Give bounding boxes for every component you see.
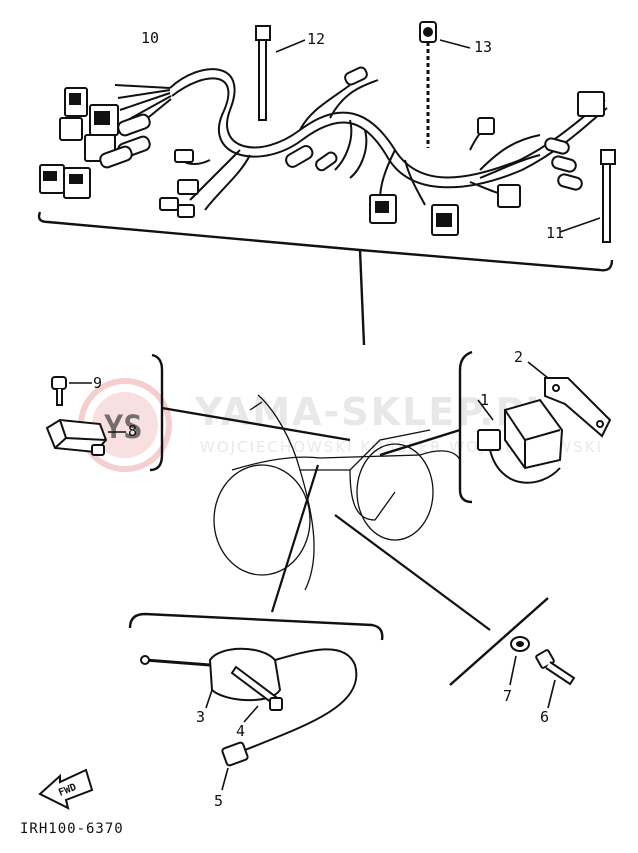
- watermark-logo: YS: [78, 378, 172, 472]
- cdi-unit-1: [477, 398, 564, 484]
- bolt-6: [535, 649, 576, 709]
- callout-7: 7: [503, 687, 512, 705]
- callout-10: 10: [141, 29, 159, 47]
- bracket-2: [527, 361, 612, 438]
- callout-8: 8: [128, 422, 137, 440]
- motorcycle-outline: [213, 394, 461, 591]
- callout-13: 13: [474, 38, 492, 56]
- callout-5: 5: [214, 792, 223, 810]
- callout-6: 6: [540, 708, 549, 726]
- bottom-right-bracket: [449, 597, 549, 686]
- cable-tie-11: [559, 149, 616, 243]
- harness-group-bracket: [37, 211, 614, 346]
- watermark-brand: YAMA-SKLEP.PL: [194, 390, 552, 434]
- cable-tie-12: [255, 25, 306, 121]
- callout-12: 12: [307, 30, 325, 48]
- right-group-bracket: [379, 350, 473, 504]
- leader-lines: [270, 464, 491, 631]
- clamp-band-13: [419, 21, 471, 148]
- rectifier-8: [45, 418, 126, 456]
- bottom-left-bracket: [128, 612, 384, 641]
- svg-text:YS: YS: [104, 408, 143, 446]
- callout-2: 2: [514, 348, 523, 366]
- washer-7: [509, 636, 530, 686]
- callout-3: 3: [196, 708, 205, 726]
- fwd-arrow-icon: [38, 768, 94, 810]
- ignition-coil-3: [140, 647, 358, 767]
- diagram-code: IRH100-6370: [20, 821, 124, 837]
- callout-1: 1: [480, 391, 489, 409]
- harness-connectors: [39, 66, 605, 236]
- callout-9: 9: [93, 374, 102, 392]
- callout-numbers: 10 12 13 11 9 8 2 1 3 4 5 7 6: [93, 29, 564, 810]
- bolt-4: [230, 665, 283, 723]
- callout-4: 4: [236, 722, 245, 740]
- bolt-9: [51, 376, 92, 406]
- left-group-bracket: [149, 353, 351, 472]
- wire-harness: [114, 68, 608, 211]
- callout-11: 11: [546, 224, 564, 242]
- plug-cap-5: [221, 767, 229, 791]
